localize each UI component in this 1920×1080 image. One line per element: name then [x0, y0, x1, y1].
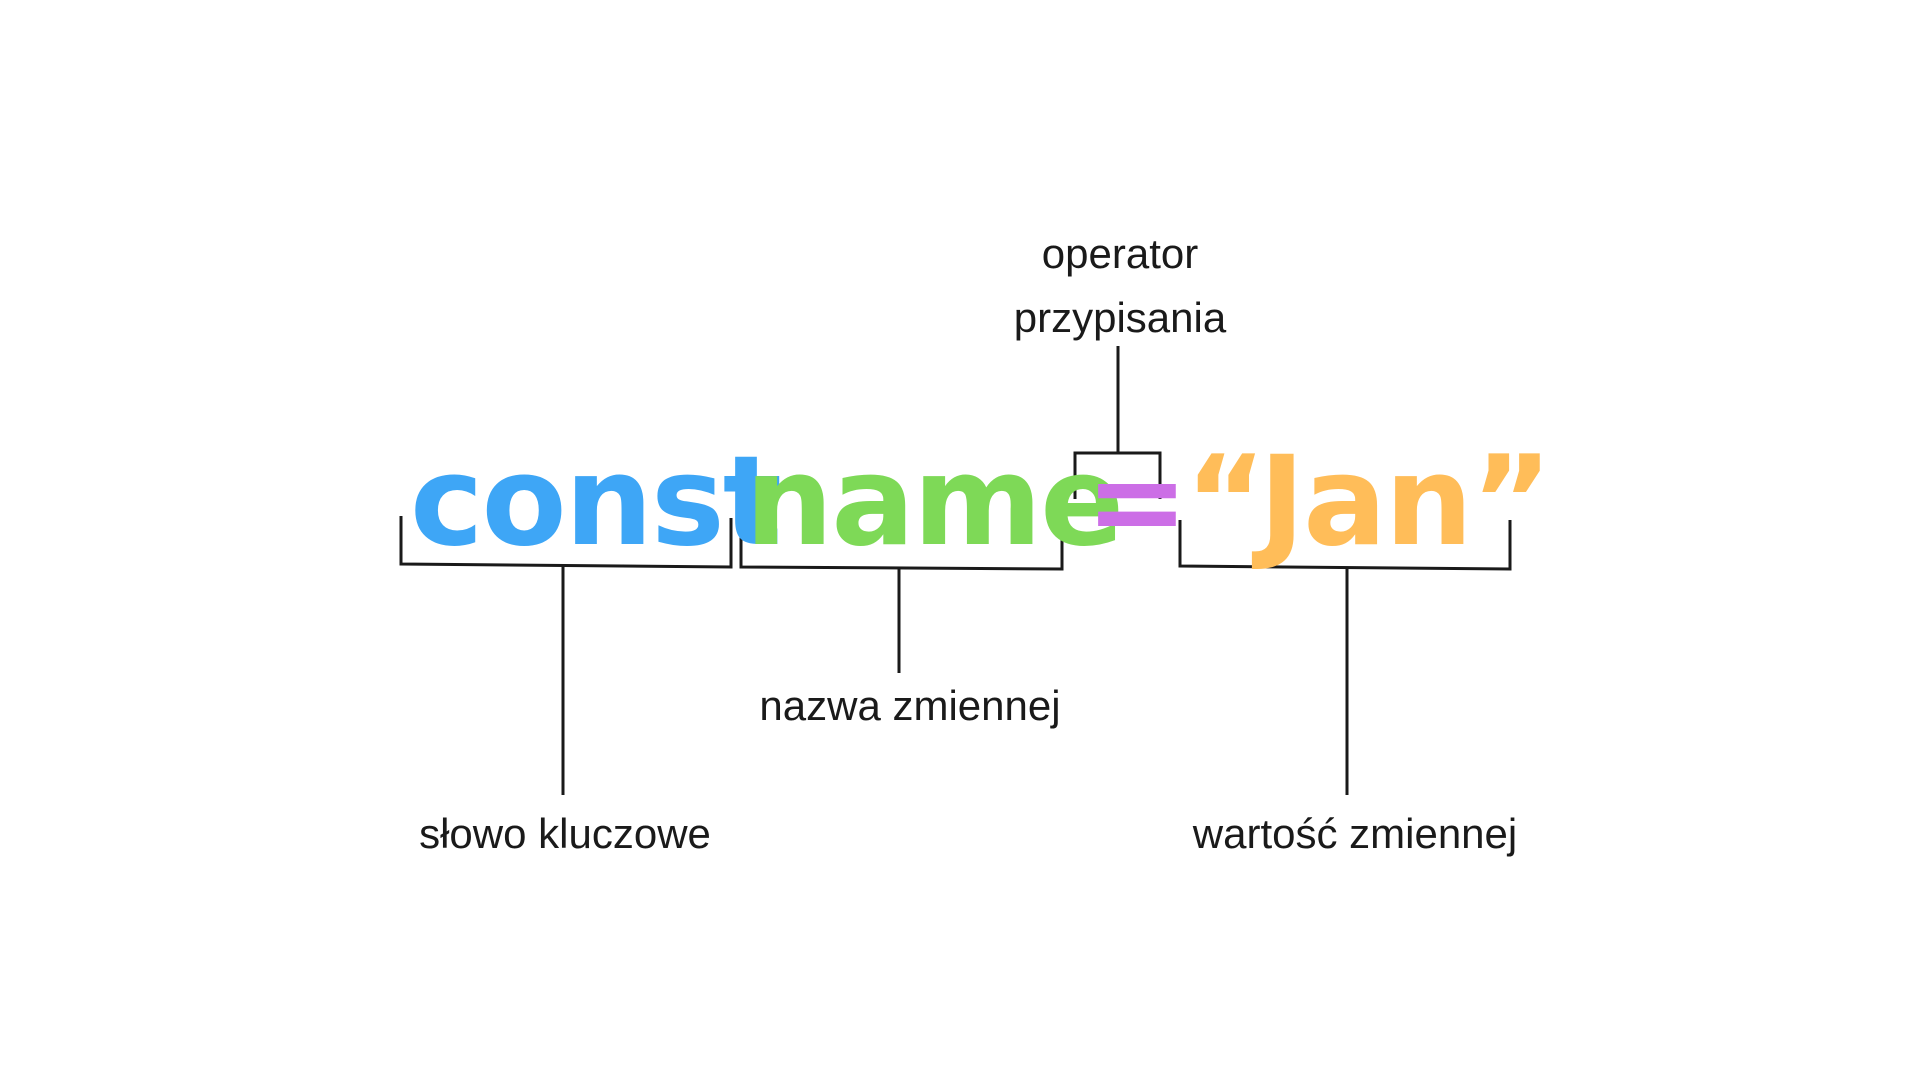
variable-name-token: name — [745, 430, 1124, 574]
value-token: “Jan” — [1185, 430, 1553, 574]
name-bracket — [739, 516, 1064, 571]
operator-label-line2: przypisania — [1013, 294, 1227, 341]
operator-label: operator przypisania — [960, 222, 1280, 350]
keyword-token: const — [410, 430, 782, 574]
keyword-label: słowo kluczowe — [419, 810, 711, 857]
value-bracket — [1178, 520, 1512, 571]
variable-name-label: nazwa zmiennej — [759, 682, 1061, 729]
assignment-operator-token: = — [1085, 430, 1189, 574]
keyword-bracket — [399, 516, 733, 569]
value-label: wartość zmiennej — [1192, 810, 1518, 857]
operator-label-line1: operator — [1041, 230, 1199, 277]
